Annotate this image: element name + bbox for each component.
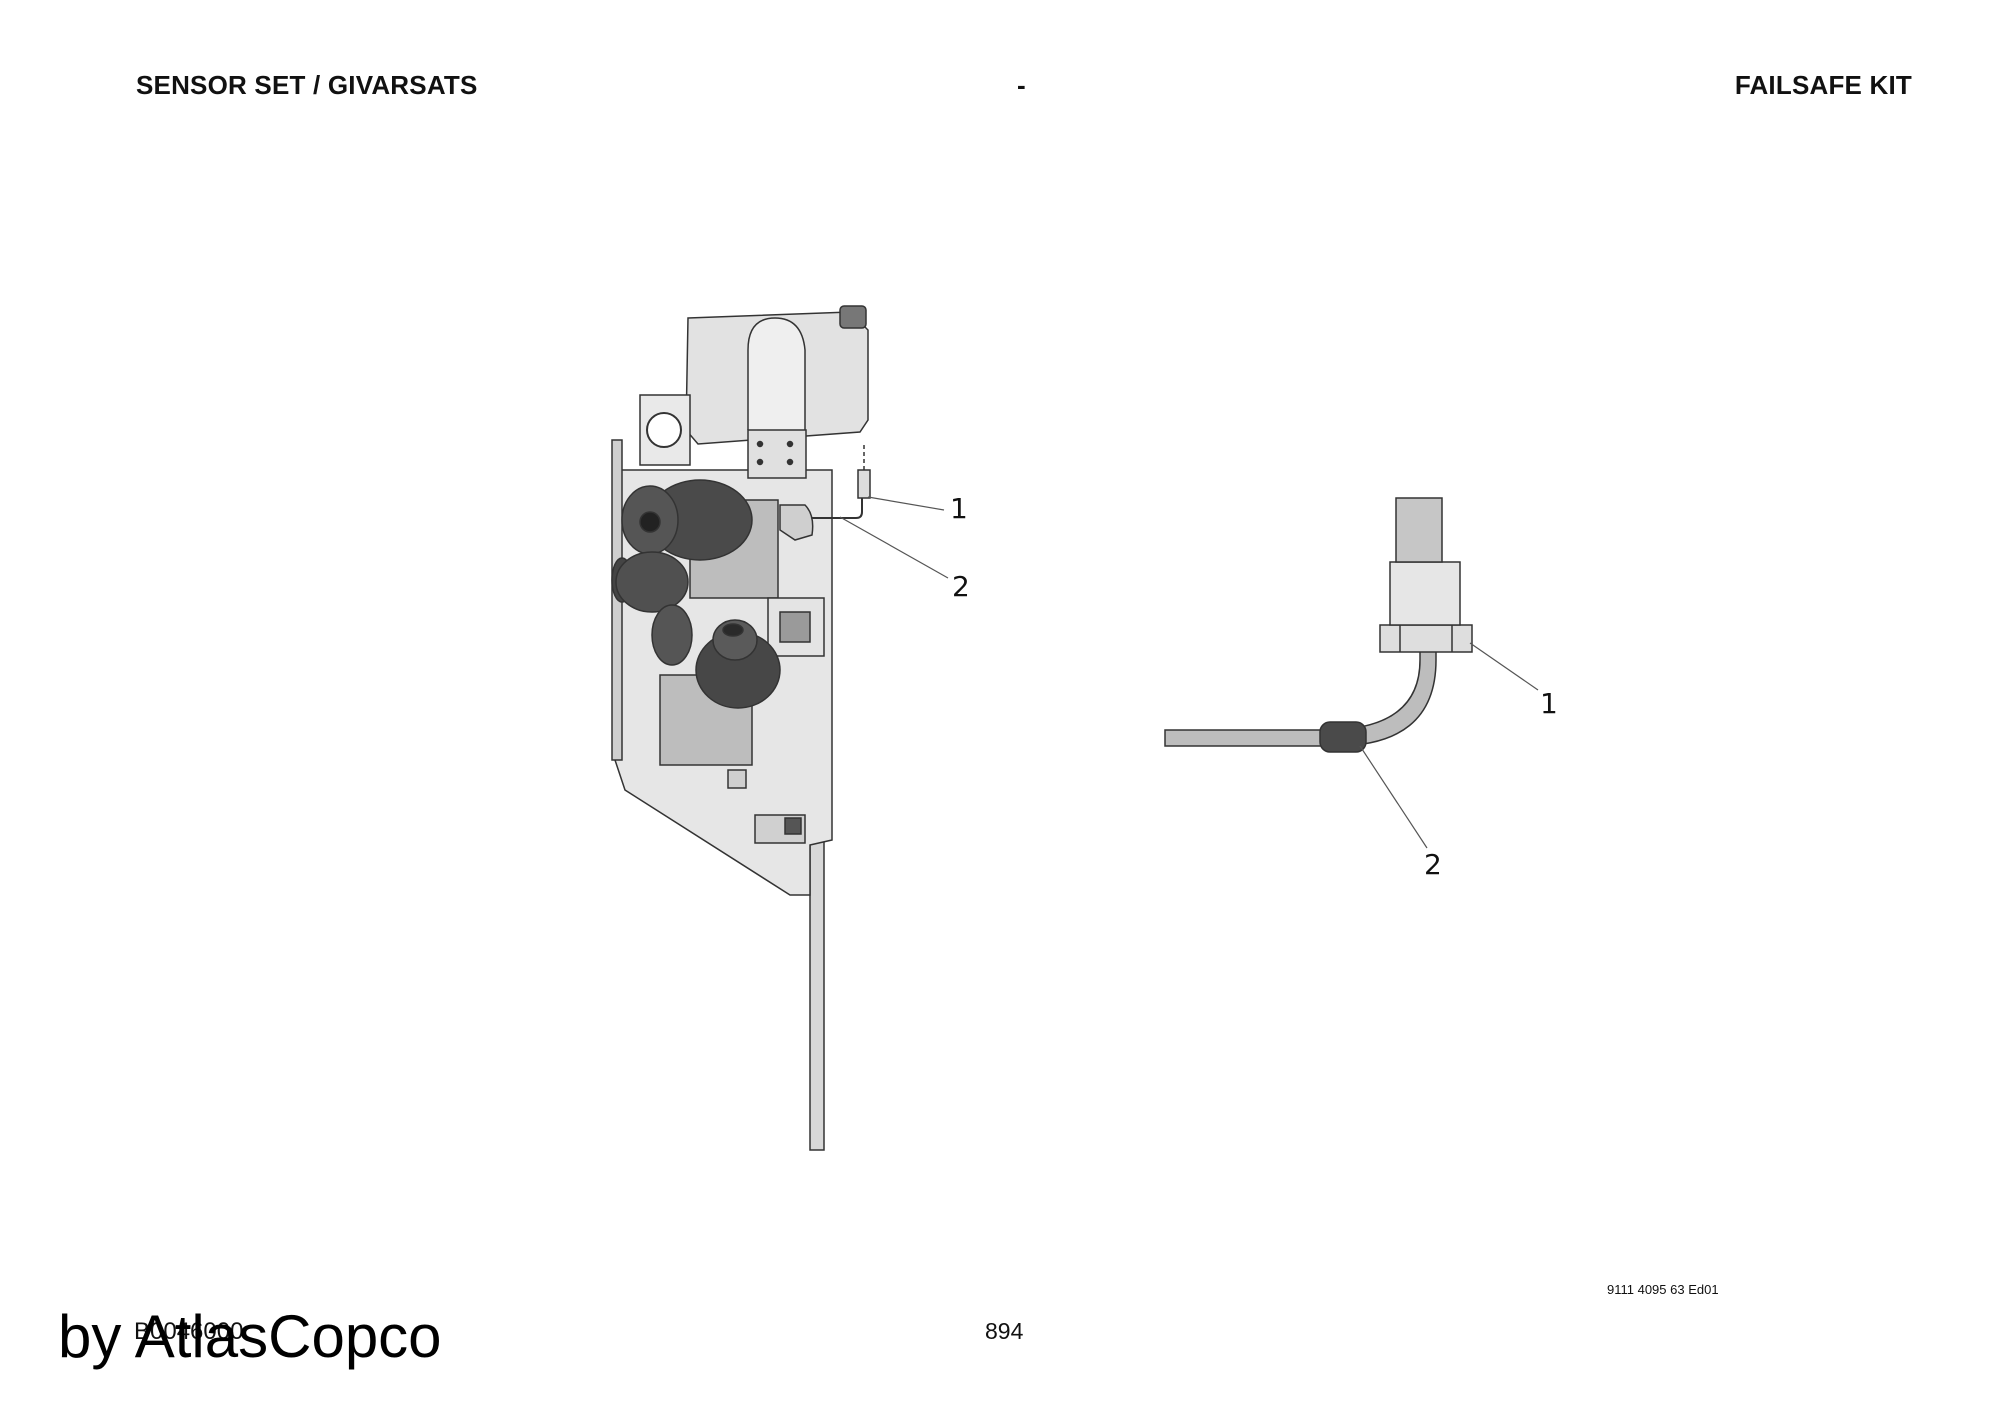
leader-lines-left [839, 496, 949, 579]
page-number: 894 [985, 1318, 1024, 1344]
callout-right-2: 2 [1424, 848, 1442, 881]
callout-left-2: 2 [952, 570, 970, 603]
callout-left-1: 1 [950, 492, 968, 525]
leader-lines-right [1359, 642, 1539, 849]
brand-watermark: by AtlasCopco [58, 1303, 442, 1370]
publication-number: 9111 4095 63 Ed01 [1607, 1282, 1719, 1297]
document-code: B0046000 [134, 1318, 244, 1345]
header-title-right: FAILSAFE KIT [1734, 70, 1912, 100]
sensor-detail-drawing [1164, 497, 1473, 753]
callout-right-1: 1 [1540, 687, 1558, 720]
header-title-middle: - [1017, 70, 1026, 100]
header-title-left: SENSOR SET / GIVARSATS [136, 70, 478, 100]
assembly-drawing [611, 305, 871, 1151]
